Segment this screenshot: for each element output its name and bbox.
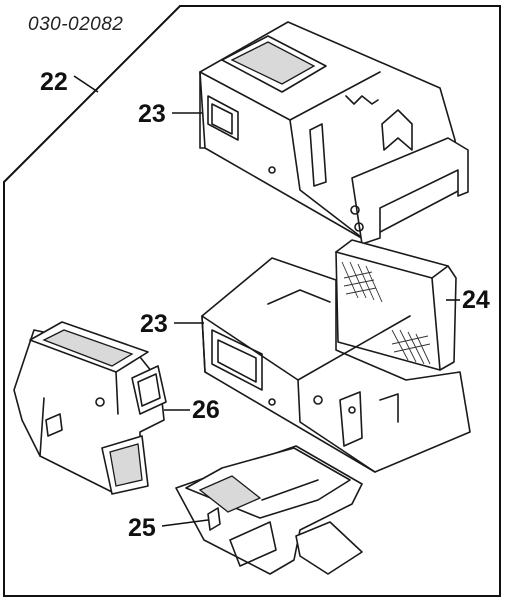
lower-case-part <box>201 257 471 473</box>
leader-22 <box>73 75 99 93</box>
filter-part <box>335 239 457 371</box>
reference-code: 030-02082 <box>28 14 123 35</box>
callout-25-duct: 25 <box>128 514 156 542</box>
leader-25 <box>161 519 209 527</box>
callout-22-assembly: 22 <box>40 68 68 96</box>
upper-case-part <box>199 21 469 245</box>
filter-media-hatching <box>341 261 431 365</box>
callout-23-lower: 23 <box>140 310 168 338</box>
callout-23-upper: 23 <box>138 100 166 128</box>
duct-part <box>175 445 363 575</box>
callout-24-filter: 24 <box>462 286 490 314</box>
heater-unit-part <box>13 321 167 495</box>
callout-26-heater: 26 <box>192 396 220 424</box>
assembly-frame <box>3 5 501 597</box>
